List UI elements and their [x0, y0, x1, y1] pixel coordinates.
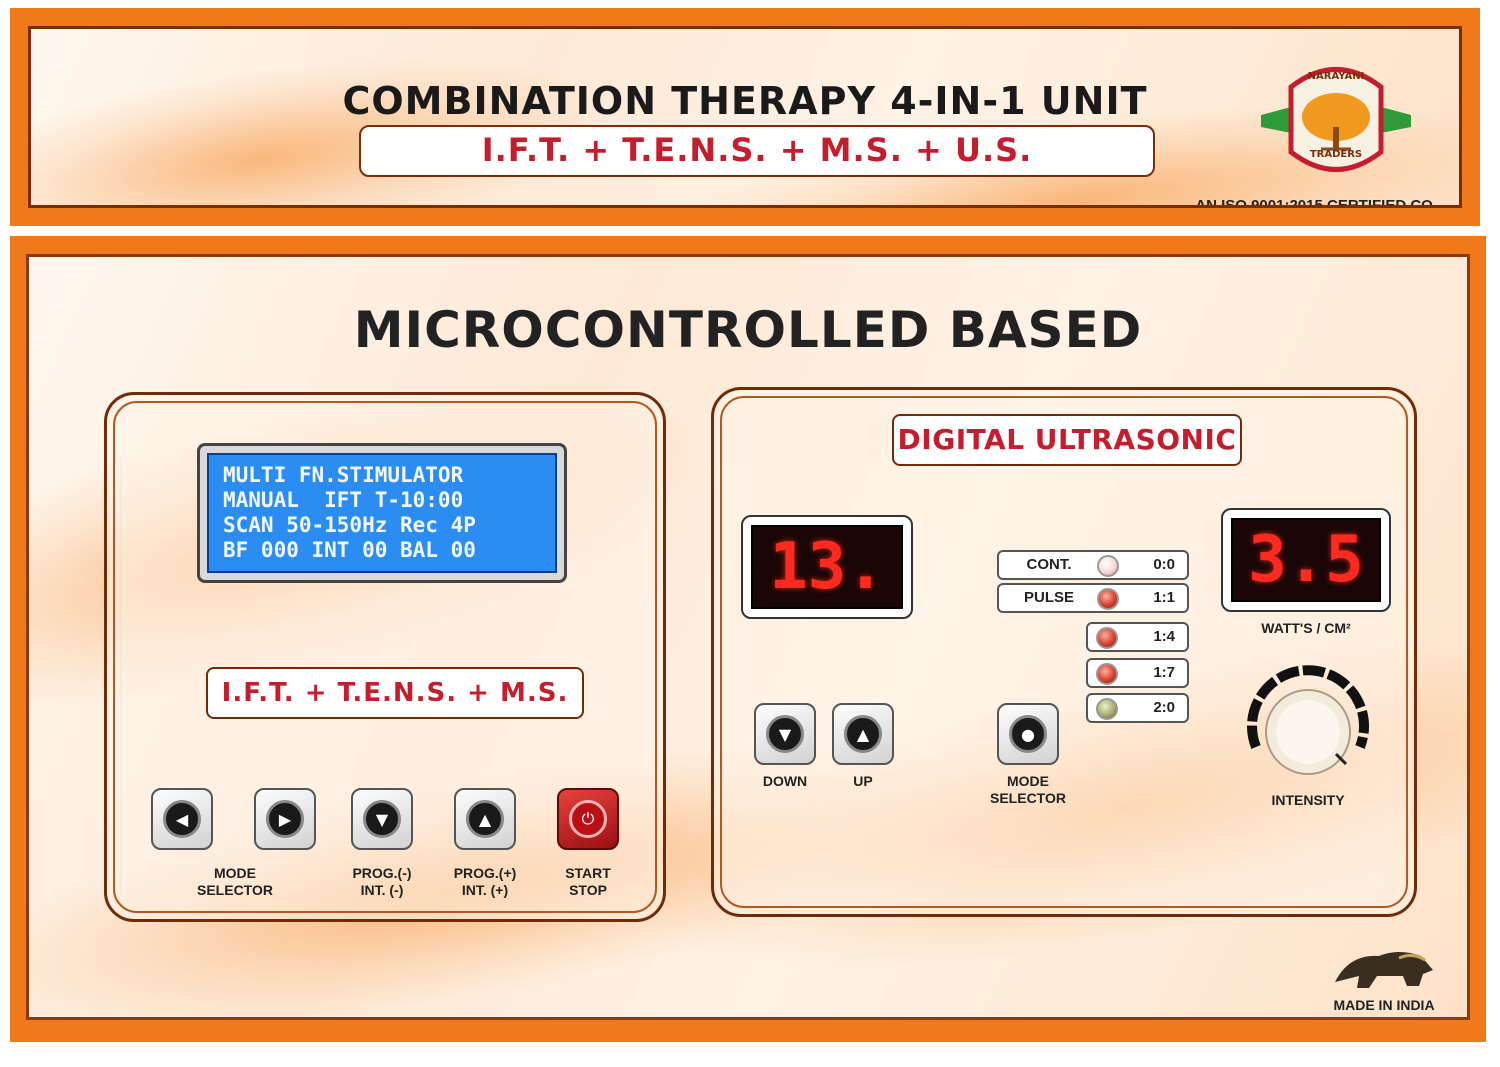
intensity-display: 3.5: [1221, 508, 1391, 612]
up-button[interactable]: ▲: [832, 703, 894, 765]
chevron-up-icon: ▲: [466, 800, 504, 838]
mode-next-button[interactable]: ▶: [254, 788, 316, 850]
up-caption: UP: [853, 773, 873, 789]
intensity-unit-label: WATT'S / CM²: [1261, 620, 1351, 636]
device-title: COMBINATION THERAPY 4-IN-1 UNIT: [342, 79, 1148, 123]
caption-line: INT. (+): [461, 882, 509, 898]
caption-line: STOP: [569, 882, 607, 898]
caption-line: PROG.(-): [352, 865, 412, 881]
logo-bottom-text: TRADERS: [1309, 149, 1363, 160]
mode-ratio: 1:7: [1153, 664, 1175, 681]
chevron-down-icon: ▼: [766, 715, 804, 753]
lcd-line-2: MANUAL IFT T-10:00: [223, 488, 464, 512]
prog-plus-button[interactable]: ▲: [454, 788, 516, 850]
logo-top-text: NARAYANI: [1307, 71, 1365, 82]
down-button[interactable]: ▼: [754, 703, 816, 765]
ultrasonic-title: DIGITAL ULTRASONIC: [892, 414, 1242, 466]
chevron-down-icon: ▼: [363, 800, 401, 838]
main-face: MICROCONTROLLED BASED MULTI FN.STIMULATO…: [26, 254, 1470, 1020]
led-indicator-icon: [1096, 698, 1118, 720]
caption-line: PROG.(+): [453, 865, 517, 881]
caption-line: MODE: [214, 865, 256, 881]
led-indicator-icon: [1096, 663, 1118, 685]
main-title: MICROCONTROLLED BASED: [353, 301, 1143, 359]
main-panel: MICROCONTROLLED BASED MULTI FN.STIMULATO…: [10, 236, 1486, 1042]
intensity-knob[interactable]: [1238, 652, 1378, 792]
stimulator-panel-inner: [113, 401, 657, 913]
chevron-left-icon: ◀: [163, 800, 201, 838]
power-icon: ⏻: [569, 800, 607, 838]
down-caption: DOWN: [762, 773, 808, 789]
lcd-line-3: SCAN 50-150Hz Rec 4P: [223, 513, 476, 537]
made-in-india-text: MADE IN INDIA: [1333, 997, 1435, 1013]
lcd-line-4: BF 000 INT 00 BAL 00: [223, 538, 476, 562]
mode-row-1-7[interactable]: 1:7: [1086, 658, 1189, 688]
ultrasonic-panel: DIGITAL ULTRASONIC 13. 3.5 WATT'S / CM² …: [711, 387, 1417, 917]
start-stop-caption: START STOP: [543, 865, 633, 899]
prog-minus-button[interactable]: ▼: [351, 788, 413, 850]
start-stop-button[interactable]: ⏻: [557, 788, 619, 850]
mode-name: CONT.: [1026, 556, 1072, 573]
header-face: COMBINATION THERAPY 4-IN-1 UNIT I.F.T. +…: [28, 26, 1462, 208]
caption-line: SELECTOR: [990, 790, 1066, 806]
mode-ratio: 0:0: [1153, 556, 1175, 573]
mode-row-1-4[interactable]: 1:4: [1086, 622, 1189, 652]
led-indicator-icon: [1097, 555, 1119, 577]
caption-line: SELECTOR: [197, 882, 273, 898]
lcd-line-1: MULTI FN.STIMULATOR: [223, 463, 464, 487]
led-indicator-icon: [1096, 627, 1118, 649]
tree-logo-icon: [1261, 67, 1411, 172]
mode-selector-caption: MODE SELECTOR: [175, 865, 295, 899]
prog-minus-caption: PROG.(-) INT. (-): [337, 865, 427, 899]
ultrasonic-panel-inner: [720, 396, 1408, 908]
mode-row-2-0[interactable]: 2:0: [1086, 693, 1189, 723]
chevron-up-icon: ▲: [844, 715, 882, 753]
time-display: 13.: [741, 515, 913, 619]
brand-logo: NARAYANI TRADERS: [1261, 57, 1411, 187]
mode-ratio: 1:4: [1153, 628, 1175, 645]
caption-line: INT. (-): [360, 882, 404, 898]
rotary-knob-icon: [1247, 665, 1369, 775]
intensity-display-value: 3.5: [1231, 518, 1381, 602]
caption-line: START: [565, 865, 611, 881]
chevron-right-icon: ▶: [266, 800, 304, 838]
mode-name: PULSE: [1023, 589, 1074, 606]
device-subtitle: I.F.T. + T.E.N.S. + M.S. + U.S.: [359, 125, 1155, 177]
mode-row-cont[interactable]: CONT. 0:0: [997, 550, 1189, 580]
made-in-india: MADE IN INDIA: [1329, 944, 1439, 1013]
header-panel: COMBINATION THERAPY 4-IN-1 UNIT I.F.T. +…: [10, 8, 1480, 226]
lion-emblem-icon: [1335, 952, 1433, 988]
dot-icon: ●: [1009, 715, 1047, 753]
time-display-value: 13.: [751, 525, 903, 609]
caption-line: MODE: [1007, 773, 1049, 789]
us-mode-selector-button[interactable]: ●: [997, 703, 1059, 765]
stimulator-modes-label: I.F.T. + T.E.N.S. + M.S.: [206, 667, 584, 719]
mode-prev-button[interactable]: ◀: [151, 788, 213, 850]
mode-row-pulse[interactable]: PULSE 1:1: [997, 583, 1189, 613]
mode-ratio: 1:1: [1153, 589, 1175, 606]
us-mode-selector-caption: MODE SELECTOR: [978, 773, 1078, 807]
prog-plus-caption: PROG.(+) INT. (+): [440, 865, 530, 899]
led-indicator-icon: [1097, 588, 1119, 610]
iso-certification: AN ISO 9001:2015 CERTIFIED CO.: [1195, 197, 1437, 208]
mode-ratio: 2:0: [1153, 699, 1175, 716]
intensity-caption: INTENSITY: [1271, 792, 1345, 808]
